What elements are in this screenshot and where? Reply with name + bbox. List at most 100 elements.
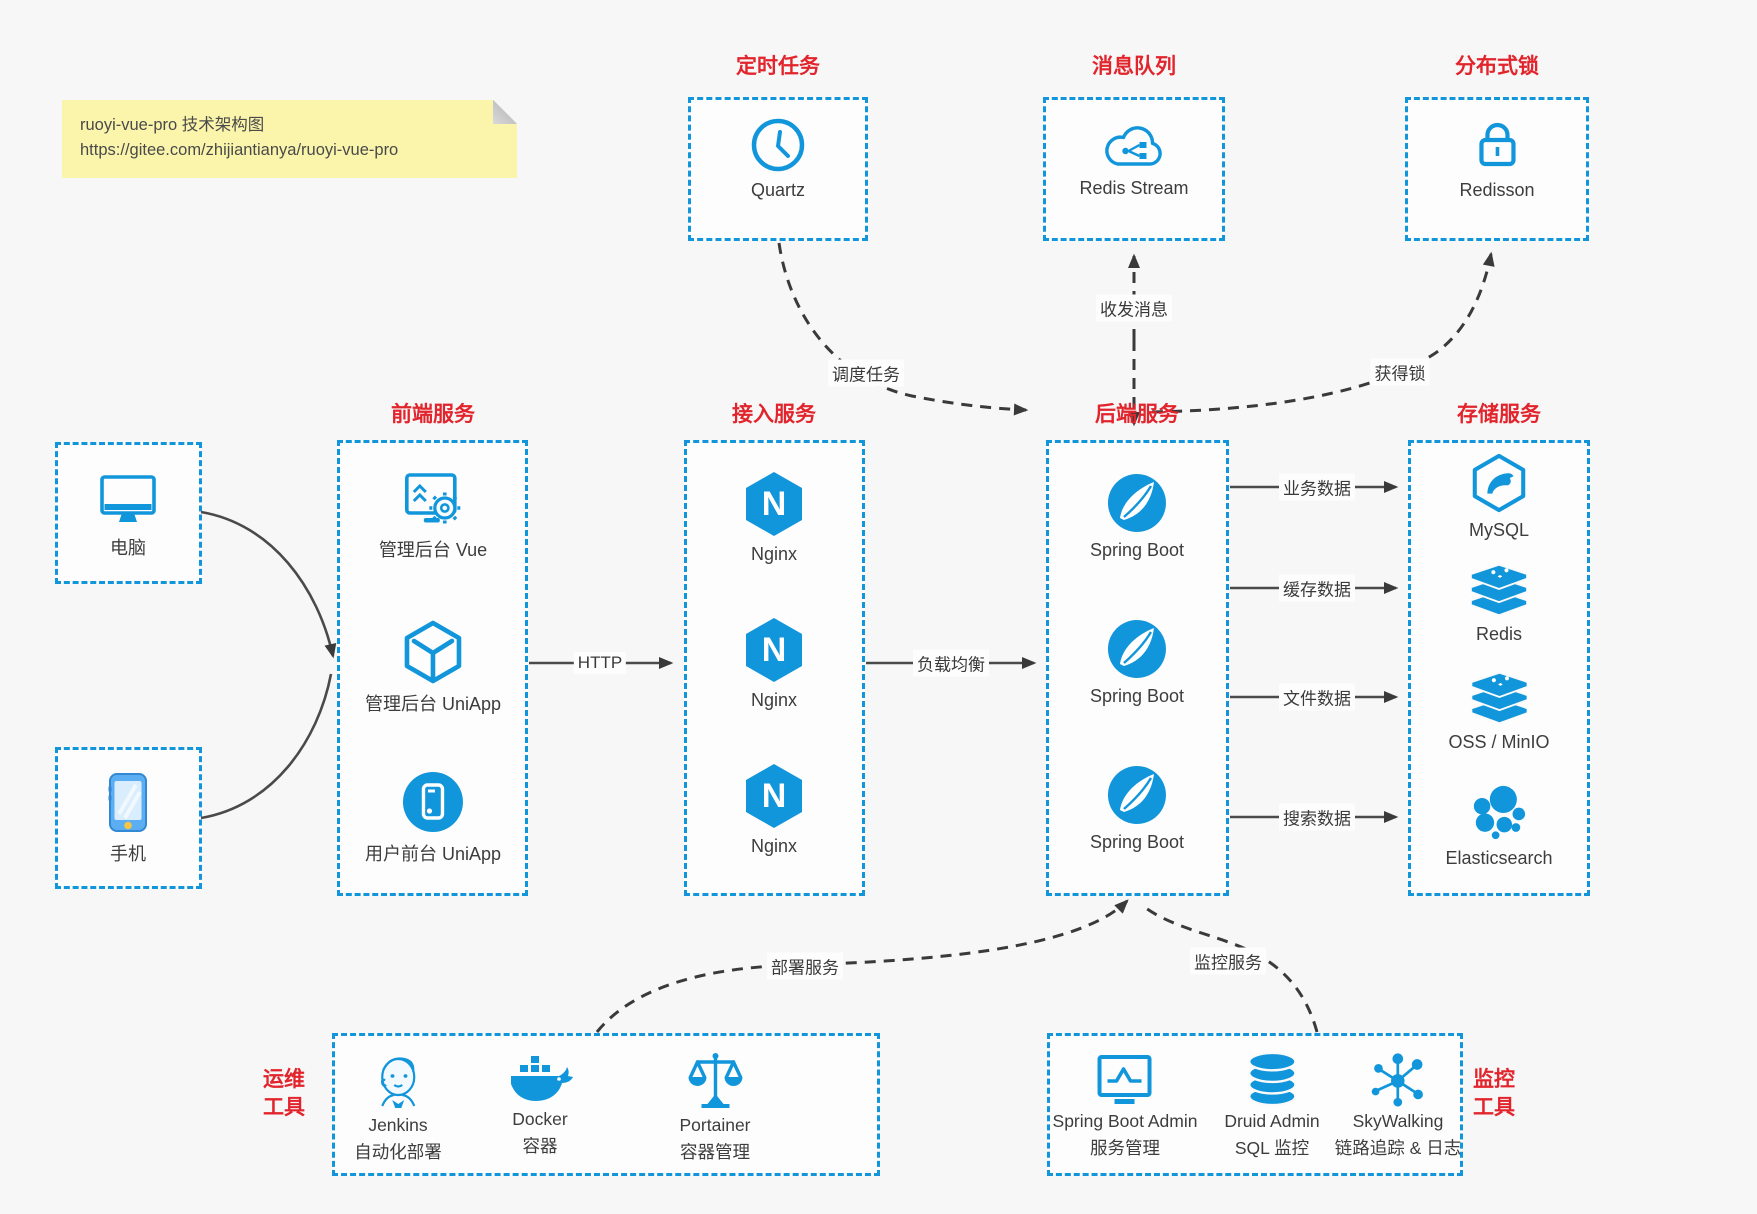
node-elasticsearch: Elasticsearch <box>1445 784 1553 869</box>
lock-title: 分布式锁 <box>1455 55 1539 78</box>
node-spring-boot-admin: Spring Boot Admin 服务管理 <box>1052 1052 1198 1160</box>
node-label: SkyWalking <box>1352 1111 1444 1131</box>
sticky-note: ruoyi-vue-pro 技术架构图 https://gitee.com/zh… <box>62 100 517 178</box>
admin-dashboard-gear-icon <box>405 473 461 524</box>
node-label: Redisson <box>1459 180 1535 200</box>
edge-label-schedule: 调度任务 <box>828 359 904 387</box>
elasticsearch-icon <box>1473 785 1525 840</box>
edge-acquire-lock <box>1151 251 1495 414</box>
edge-label-cache: 缓存数据 <box>1279 574 1355 602</box>
ops-tools-title: 运维 工具 <box>258 1066 310 1122</box>
monitor-pulse-icon <box>1097 1055 1152 1104</box>
note-fold-corner-icon <box>493 100 517 124</box>
node-docker: Docker 容器 <box>507 1054 573 1158</box>
spring-boot-icon <box>1108 620 1166 678</box>
node-quartz: Quartz <box>749 116 807 201</box>
node-desc: 服务管理 <box>1089 1138 1160 1158</box>
edge-pc-to-frontend <box>200 510 337 659</box>
edge-label-business: 业务数据 <box>1279 473 1355 501</box>
edge-label-search: 搜索数据 <box>1279 803 1355 831</box>
node-desc: 容器管理 <box>679 1142 750 1162</box>
clock-icon <box>751 118 805 172</box>
svg-text:N: N <box>762 631 787 669</box>
node-jenkins: Jenkins 自动化部署 <box>354 1050 442 1164</box>
redis-icon <box>1469 563 1529 617</box>
node-label: Quartz <box>750 180 806 200</box>
mq-box <box>1043 97 1225 241</box>
edge-label-load-balance: 负载均衡 <box>913 649 989 677</box>
node-nginx-2: N Nginx <box>743 616 805 711</box>
monitor-tools-title: 监控 工具 <box>1468 1066 1520 1122</box>
node-spring-boot-1: Spring Boot <box>1090 472 1184 561</box>
node-label: Docker <box>512 1109 568 1129</box>
node-druid-admin: Druid Admin SQL 监控 <box>1224 1050 1320 1160</box>
docker-icon <box>511 1056 573 1101</box>
node-label: Nginx <box>750 836 798 856</box>
jenkins-icon <box>380 1057 416 1108</box>
node-mysql: MySQL <box>1468 452 1530 541</box>
frontend-title: 前端服务 <box>391 403 475 426</box>
node-spring-boot-3: Spring Boot <box>1090 764 1184 853</box>
monitor-title-line1: 监控 <box>1473 1068 1515 1091</box>
mysql-icon <box>1472 453 1526 513</box>
node-user-uniapp: 用户前台 UniApp <box>365 770 501 866</box>
node-desc: 自动化部署 <box>354 1142 442 1162</box>
node-label: Druid Admin <box>1224 1111 1320 1131</box>
node-desc: 容器 <box>522 1136 558 1156</box>
node-admin-uniapp: 管理后台 UniApp <box>365 620 501 716</box>
edge-label-http: HTTP <box>573 652 627 674</box>
node-spring-boot-2: Spring Boot <box>1090 618 1184 707</box>
desktop-icon <box>100 475 156 522</box>
cloud-stream-icon <box>1104 126 1162 166</box>
node-nginx-3: N Nginx <box>743 762 805 857</box>
ops-tools-box <box>332 1033 880 1176</box>
scales-icon <box>687 1053 742 1108</box>
node-label: Spring Boot <box>1089 686 1185 706</box>
node-label: 手机 <box>110 844 146 864</box>
mobile-app-circle-icon <box>402 772 463 832</box>
node-label: Spring Boot Admin <box>1052 1111 1198 1131</box>
edge-label-acquire-lock: 获得锁 <box>1370 358 1430 386</box>
node-redisson: Redisson <box>1459 116 1535 201</box>
scheduler-title: 定时任务 <box>736 55 820 78</box>
node-label: OSS / MinIO <box>1448 732 1550 752</box>
node-pc: 电脑 <box>96 470 160 560</box>
node-label: Redis <box>1475 624 1523 644</box>
node-skywalking: SkyWalking 链路追踪 & 日志 <box>1335 1050 1461 1160</box>
node-label: 管理后台 Vue <box>378 540 488 560</box>
edge-phone-to-frontend <box>200 673 333 820</box>
node-label: 管理后台 UniApp <box>364 694 502 714</box>
network-graph-icon <box>1371 1053 1424 1107</box>
edge-label-monitor: 监控服务 <box>1190 947 1266 975</box>
nginx-icon: N <box>746 472 802 536</box>
node-label: Spring Boot <box>1089 540 1185 560</box>
storage-title: 存储服务 <box>1457 403 1541 426</box>
node-redis-stream: Redis Stream <box>1079 122 1189 199</box>
node-label: Spring Boot <box>1089 832 1185 852</box>
edge-label-message: 收发消息 <box>1096 294 1172 322</box>
edge-label-file: 文件数据 <box>1279 683 1355 711</box>
ops-title-line2: 工具 <box>263 1096 305 1119</box>
smartphone-icon <box>108 773 147 832</box>
note-title: ruoyi-vue-pro 技术架构图 <box>80 116 265 134</box>
node-desc: SQL 监控 <box>1234 1138 1310 1158</box>
mq-title: 消息队列 <box>1092 55 1176 78</box>
database-icon <box>1247 1051 1297 1107</box>
edge-monitor-service <box>1142 904 1319 1033</box>
node-label: Jenkins <box>368 1115 428 1135</box>
storage-stack-icon <box>1469 671 1529 725</box>
backend-title: 后端服务 <box>1095 403 1179 426</box>
edge-label-deploy: 部署服务 <box>767 952 843 980</box>
node-phone: 手机 <box>106 772 150 866</box>
ops-title-line1: 运维 <box>263 1068 305 1091</box>
nginx-icon: N <box>746 618 802 682</box>
lock-box <box>1405 97 1589 241</box>
node-label: 电脑 <box>110 538 146 558</box>
monitor-title-line2: 工具 <box>1473 1096 1515 1119</box>
edge-deploy-service <box>595 899 1129 1033</box>
node-oss-minio: OSS / MinIO <box>1448 670 1550 753</box>
svg-text:N: N <box>762 485 787 523</box>
node-label: Portainer <box>679 1115 751 1135</box>
spring-boot-icon <box>1108 474 1166 532</box>
